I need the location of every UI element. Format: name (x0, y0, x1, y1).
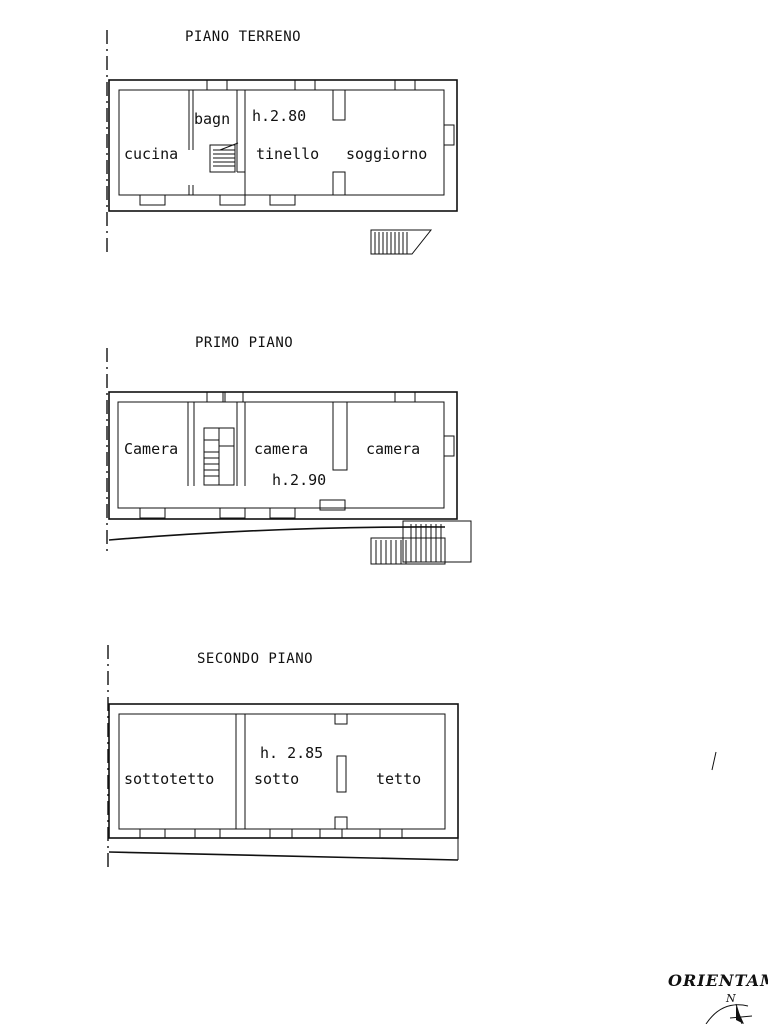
room-label-cucina: cucina (124, 145, 178, 163)
room-label-camera-3: camera (366, 440, 420, 458)
stray-mark (711, 751, 717, 771)
room-label-camera-2: camera (254, 440, 308, 458)
room-label-sottotetto: sottotetto (124, 770, 214, 788)
north-label: N (725, 992, 736, 1005)
height-label-ground: h.2.80 (252, 107, 306, 125)
compass-icon (705, 1003, 753, 1024)
external-stair-first (370, 520, 472, 565)
room-label-soggiorno: soggiorno (346, 145, 427, 163)
room-label-bagno: bagn (194, 110, 230, 128)
outer-wall-ground (108, 79, 458, 212)
height-label-first: h.2.90 (272, 471, 326, 489)
orientation-block: ORIENTAM N (668, 971, 768, 1024)
room-label-tinello: tinello (256, 145, 319, 163)
floor-title-first: PRIMO PIANO (195, 335, 293, 351)
room-label-camera-1: Camera (124, 440, 178, 458)
outer-wall-first (108, 391, 458, 520)
room-label-tetto: tetto (376, 770, 421, 788)
road-edge-first (108, 526, 446, 541)
floor-first: PRIMO PIANO (106, 335, 472, 565)
room-label-sotto: sotto (254, 770, 299, 788)
floor-ground: PIANO TERRENO (106, 29, 458, 255)
stair-first (203, 427, 235, 486)
inner-wall-ground (118, 89, 445, 196)
stair-ground (209, 142, 239, 173)
external-stair-ground (370, 229, 433, 255)
pillar-second (336, 755, 347, 793)
eave-line-second (108, 851, 459, 861)
floor-title-second: SECONDO PIANO (197, 651, 313, 667)
floor-title-ground: PIANO TERRENO (185, 29, 301, 45)
floor-second: SECONDO PIANO h. 2.85 sottotetto sotto t… (107, 645, 459, 870)
height-label-second: h. 2.85 (260, 744, 323, 762)
orientation-label: ORIENTAM (668, 971, 768, 990)
